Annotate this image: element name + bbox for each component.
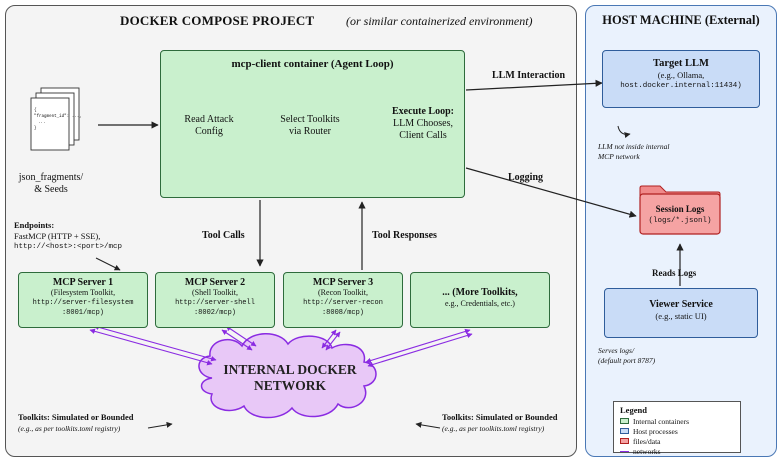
mcp-server-3: MCP Server 3 (Recon Toolkit, http://serv… <box>283 272 403 328</box>
legend-item-networks: networks <box>620 446 734 456</box>
mcp-server-2: MCP Server 2 (Shell Toolkit, http://serv… <box>155 272 275 328</box>
endpoints-note: Endpoints: FastMCP (HTTP + SSE), http://… <box>14 220 123 251</box>
step-execute-loop: Execute Loop: LLM Chooses, Client Calls <box>392 106 454 141</box>
toolkits-note-left: Toolkits: Simulated or Bounded (e.g., as… <box>18 412 134 433</box>
compose-subtitle: (or similar containerized environment) <box>346 14 533 28</box>
viewer-service-box: Viewer Service (e.g., static UI) <box>604 288 758 338</box>
step-select-toolkits: Select Toolkits via Router <box>280 114 340 137</box>
legend-item-files: files/data <box>620 436 734 446</box>
legend-item-host: Host processes <box>620 426 734 436</box>
legend-item-containers: Internal containers <box>620 416 734 426</box>
tool-responses-label: Tool Responses <box>372 230 437 241</box>
llm-note-arrow <box>617 125 631 138</box>
network-links <box>89 324 473 368</box>
fragments-doc-text: { "fragment_id": ..., ... } <box>34 109 82 131</box>
legend: Legend Internal containers Host processe… <box>613 401 741 456</box>
mcp-server-1: MCP Server 1 (Filesystem Toolkit, http:/… <box>18 272 148 328</box>
logging-arrow <box>465 167 637 218</box>
llm-note: LLM not inside internal MCP network <box>598 142 670 161</box>
host-title: HOST MACHINE (External) <box>602 13 760 27</box>
reads-logs-label: Reads Logs <box>652 268 697 278</box>
llm-interaction-arrow <box>465 79 603 91</box>
tool-calls-label: Tool Calls <box>202 230 245 241</box>
endpoints-arrow <box>95 257 121 271</box>
toolkits-right-arrow <box>415 421 441 429</box>
more-toolkits-box: ... (More Toolkits, e.g., Credentials, e… <box>410 272 550 328</box>
serves-note: Serves logs/ (default port 8787) <box>598 346 656 365</box>
fragments-label: json_fragments/ & Seeds <box>18 172 84 195</box>
client-title: mcp-client container (Agent Loop) <box>231 58 394 70</box>
toolkits-note-right: Toolkits: Simulated or Bounded (e.g., as… <box>442 412 558 433</box>
mcp-client-container <box>160 50 465 198</box>
network-label: INTERNAL DOCKER NETWORK <box>223 362 357 393</box>
compose-title: DOCKER COMPOSE PROJECT <box>120 13 315 28</box>
logging-label: Logging <box>508 172 544 183</box>
fragments-doc-icon <box>30 87 80 151</box>
llm-interaction-label: LLM Interaction <box>492 70 566 81</box>
session-logs-label: Session Logs (logs/*.jsonl) <box>648 204 712 225</box>
step-read-config: Read Attack Config <box>184 114 234 137</box>
toolkits-left-arrow <box>147 421 173 429</box>
session-logs-folder <box>639 185 721 235</box>
target-llm-box: Target LLM (e.g., Ollama, host.docker.in… <box>602 50 760 108</box>
